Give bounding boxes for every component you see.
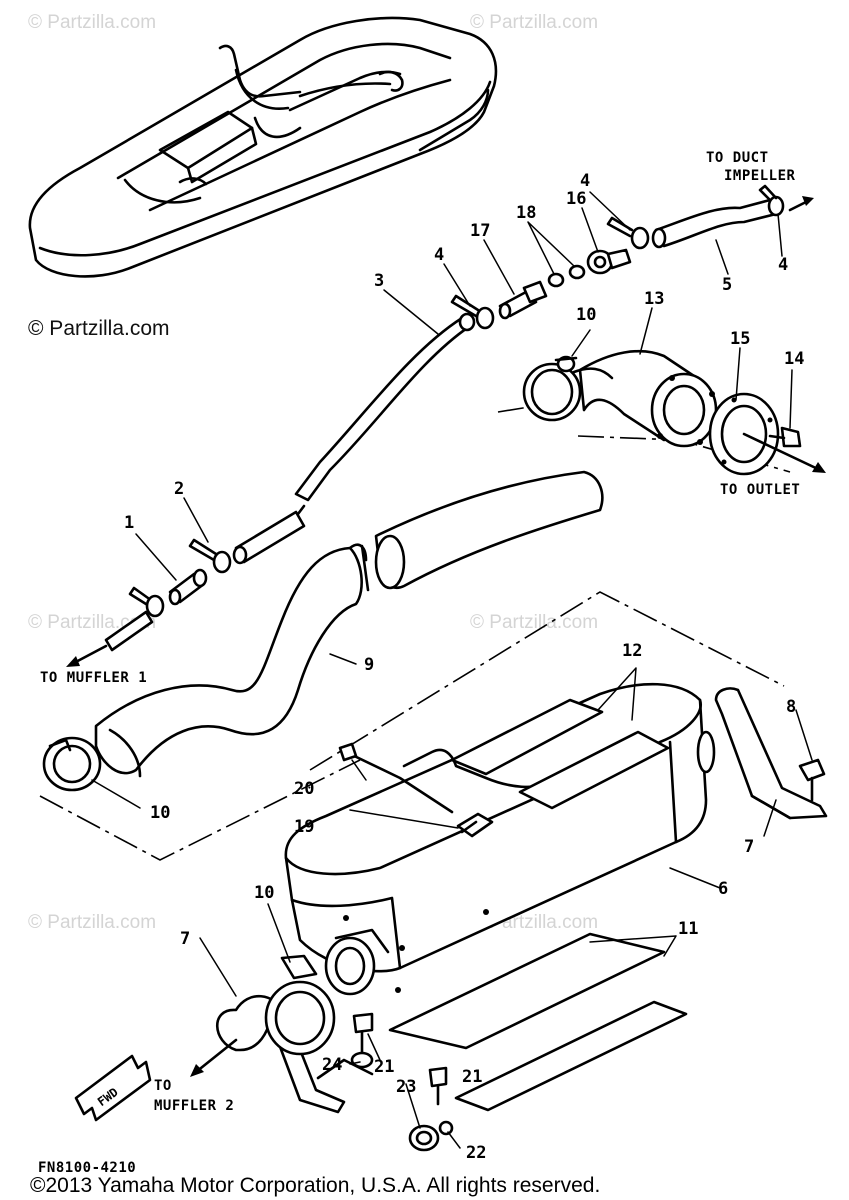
callout-3: 3 [374,271,384,291]
washers-18 [547,264,586,288]
callout-8: 8 [786,697,796,717]
hose-clamp-4-upper [606,216,650,250]
collar-24 [350,1051,374,1069]
bolt-14 [768,426,802,448]
callout-22: 22 [466,1143,486,1163]
callout-20: 20 [294,779,314,799]
nipple-1 [168,568,208,606]
hose-stub [104,610,154,652]
callout-14: 14 [784,349,804,369]
watermark-strong: © Partzilla.com [28,317,170,340]
callout-2: 2 [174,479,184,499]
callout-11: 11 [678,919,698,939]
muffler-6 [284,591,785,996]
hose-clamp-muffler-1 [128,586,165,618]
watermark: © Partzilla.com [470,612,598,633]
pad-11a [388,932,666,1050]
callout-15: 15 [730,329,750,349]
callout-10: 10 [254,883,274,903]
callout-13: 13 [644,289,664,309]
bolt-8 [798,758,826,802]
arrow-to-muffler-1 [66,644,108,667]
callout-numbers: 1 2 3 4 4 4 5 6 7 7 8 9 10 10 10 11 12 1… [124,171,804,1163]
callout-10: 10 [150,803,170,823]
callout-23: 23 [396,1077,416,1097]
fitting-16 [586,248,632,275]
destination-labels: TO DUCT IMPELLER TO OUTLET TO MUFFLER 1 … [38,150,800,1176]
callout-24: 24 [322,1055,342,1075]
label-12b [518,730,670,810]
label-to-outlet: TO OUTLET [720,482,800,498]
callout-7: 7 [180,929,190,949]
diagram-code: FN8100-4210 [38,1160,136,1176]
arrow-to-outlet [742,432,826,473]
hose-clamp-10-upper [554,355,578,373]
cooling-hose-assembly [104,184,785,652]
callout-19: 19 [294,817,314,837]
callout-7: 7 [744,837,754,857]
hose-clamp-4-mid [450,294,495,330]
hose-clamp-4-right [758,184,785,217]
band-7-left [215,994,374,1114]
wire-lead-20 [338,742,454,814]
callout-1: 1 [124,513,134,533]
nipple-17 [498,280,548,320]
pad-11b [454,1000,688,1112]
bolt-21-right [428,1066,448,1106]
watermark: © Partzilla.com [470,12,598,33]
leader-lines [91,191,813,1149]
label-to-muffler-1: TO MUFFLER 1 [40,670,147,686]
arrow-to-duct-impeller [788,196,814,212]
callout-10: 10 [576,305,596,325]
callout-17: 17 [470,221,490,241]
callout-21: 21 [374,1057,394,1077]
clamp-23 [408,1120,454,1152]
callout-21: 21 [462,1067,482,1087]
hose-clamp-10-lower [264,954,336,1056]
hose-clamp-10-left [39,736,361,861]
bolt-21-left [352,1012,374,1054]
hose-clamp-2 [188,538,232,574]
watermark: © Partzilla.com [28,912,156,933]
hose-3 [294,316,472,502]
callout-12: 12 [622,641,642,661]
arrow-to-muffler-2 [190,1038,238,1077]
exhaust-hose-9 [94,470,604,778]
callout-4: 4 [778,255,788,275]
watermark-layer: © Partzilla.com © Partzilla.com © Partzi… [28,12,598,933]
label-to: TO [154,1078,172,1094]
label-impeller: IMPELLER [724,168,796,184]
band-7-right [714,687,828,820]
callout-16: 16 [566,189,586,209]
exhaust-pipe-13 [497,349,791,473]
watercraft-illustration [28,16,498,278]
callout-4: 4 [434,245,444,265]
fwd-arrow-icon [74,1054,152,1122]
callout-5: 5 [722,275,732,295]
label-12a [450,698,604,776]
callout-6: 6 [718,879,728,899]
callout-4: 4 [580,171,590,191]
watermark: © Partzilla.com [28,12,156,33]
label-to-duct: TO DUCT [706,150,769,166]
callout-9: 9 [364,655,374,675]
callout-18: 18 [516,203,536,223]
hose-5 [654,198,778,248]
label-muffler-2: MUFFLER 2 [154,1098,234,1114]
copyright-notice: ©2013 Yamaha Motor Corporation, U.S.A. A… [30,1174,600,1197]
sensor-19 [456,812,494,838]
